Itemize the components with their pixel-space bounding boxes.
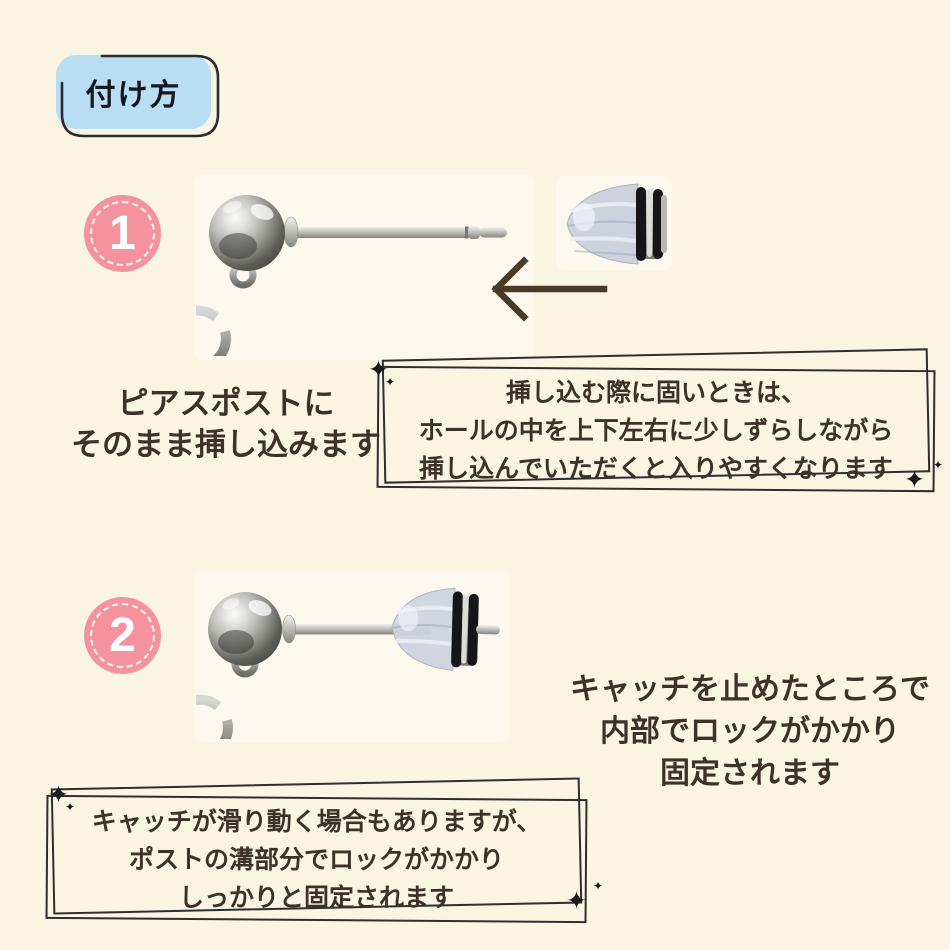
sparkle-icon: ✦ — [48, 781, 69, 809]
step-1-number-badge: 1 — [84, 195, 161, 272]
ear-post — [282, 614, 431, 644]
catch-rings — [636, 187, 667, 261]
catch-dome — [566, 183, 639, 265]
caption-line: ピアスポストに — [117, 386, 335, 421]
ball — [208, 592, 282, 666]
step-2-number: 2 — [109, 608, 136, 662]
sparkle-icon: ✦ — [592, 879, 603, 893]
note-box-1: 挿し込む際に固いときは、 ホールの中を上下左右に少しずらしながら 挿し込んでいた… — [368, 348, 943, 494]
caption-line: 内部でロックがかかり — [600, 715, 900, 748]
caption-line: キャッチを止めたところで — [570, 673, 930, 706]
sparkle-icon: ✦ — [385, 375, 396, 389]
note-line: しっかりと固定されます — [178, 884, 454, 912]
jump-ring — [196, 261, 257, 356]
note-line: ポストの溝部分でロックがかかり — [128, 846, 504, 874]
note-line: ホールの中を上下左右に少しずらしながら — [418, 417, 894, 445]
step-1-caption: ピアスポストに そのまま挿し込みます — [36, 383, 416, 465]
earring-post-photo — [196, 195, 507, 356]
dashed-ring — [90, 201, 155, 266]
page-title: 付け方 — [56, 55, 211, 129]
assembled-earring-photo — [196, 587, 500, 739]
sparkle-icon: ✦ — [65, 800, 76, 814]
note-2-text: キャッチが滑り動く場合もありますが、 ポストの溝部分でロックがかかり しっかりと… — [44, 781, 589, 925]
jump-ring — [196, 650, 259, 739]
sparkle-icon: ✦ — [368, 356, 389, 384]
post-tip — [475, 625, 500, 635]
caption-line: 固定されます — [660, 757, 840, 790]
catch-photo — [566, 183, 667, 265]
sparkle-icon: ✦ — [932, 458, 943, 472]
note-1-text: 挿し込む際に固いときは、 ホールの中を上下左右に少しずらしながら 挿し込んでいた… — [375, 352, 937, 494]
ear-post — [283, 216, 507, 248]
note-box-2: キャッチが滑り動く場合もありますが、 ポストの溝部分でロックがかかり しっかりと… — [44, 777, 603, 925]
arrow-left-icon — [491, 256, 608, 322]
step-1-number: 1 — [109, 206, 136, 260]
sparkle-icon: ✦ — [904, 466, 925, 494]
note-line: 挿し込んでいただくと入りやすくなります — [419, 455, 893, 483]
step-2-caption: キャッチを止めたところで 内部でロックがかかり 固定されます — [550, 669, 950, 795]
title-badge: 付け方 — [50, 50, 235, 145]
note-line: 挿し込む際に固いときは、 — [505, 379, 806, 407]
badge-outline-icon — [60, 54, 220, 138]
catch-on-post — [391, 587, 500, 671]
step-2-number-badge: 2 — [84, 597, 161, 674]
dashed-ring — [90, 603, 155, 668]
note-line: キャッチが滑り動く場合もありますが、 — [91, 808, 542, 836]
ball — [209, 195, 285, 271]
caption-line: そのまま挿し込みます — [71, 427, 381, 462]
sparkle-icon: ✦ — [566, 887, 587, 915]
